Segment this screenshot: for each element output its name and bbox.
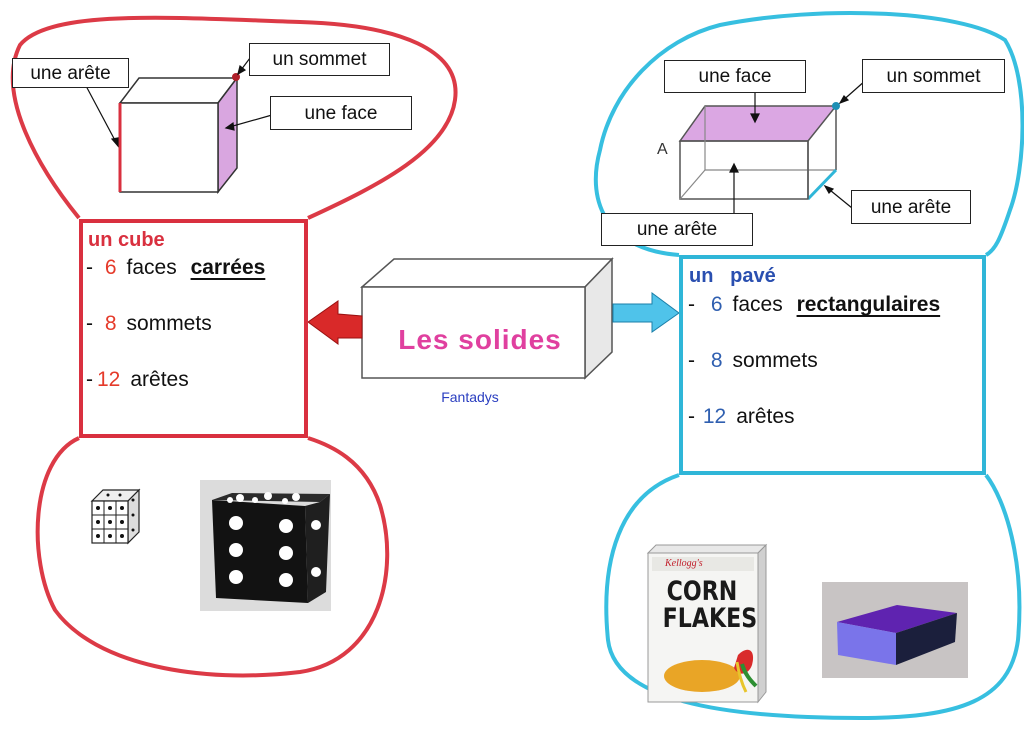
vertex-a-label: A	[657, 141, 668, 158]
cube-edges-text: arêtes	[130, 368, 189, 391]
cube-faces-emphasis: carrées	[190, 256, 266, 279]
cube-vertices-number: 8	[104, 312, 117, 335]
pave-properties-box	[679, 255, 986, 475]
cube-label-leaders	[84, 57, 273, 148]
cereal-product-line-1: CORN	[666, 576, 738, 607]
label-pave-face: une face	[664, 60, 806, 93]
cube-drawing	[118, 73, 240, 195]
cube-top-outline	[10, 15, 458, 220]
pave-drawing	[678, 102, 840, 201]
cereal-product-text: CORN FLAKES	[662, 576, 758, 634]
cube-title: un cube	[88, 229, 165, 251]
cube-properties-box	[79, 219, 308, 438]
pave-vertices-number: 8	[710, 349, 723, 372]
purple-block-photo	[822, 582, 968, 678]
pave-faces-text: faces	[732, 293, 783, 316]
cube-vertices-text: sommets	[126, 312, 212, 335]
small-dotted-cube-icon	[90, 488, 141, 545]
cube-edges-number: 12	[97, 368, 121, 391]
label-pave-edge-right: une arête	[851, 190, 971, 224]
arrow-left-icon	[307, 300, 363, 345]
cube-faces-number: 6	[104, 256, 117, 279]
pave-edges-text: arêtes	[736, 405, 795, 428]
cube-bottom-outline	[35, 436, 390, 678]
pave-edges-number: 12	[702, 405, 727, 428]
label-pave-vertex: un sommet	[862, 59, 1005, 93]
credit-text: Fantadys	[441, 389, 499, 405]
pave-faces-number: 6	[710, 293, 723, 316]
label-cube-face: une face	[270, 96, 412, 130]
cereal-box-photo: Kellogg's	[646, 543, 768, 704]
cube-faces-text: faces	[126, 256, 177, 279]
label-cube-edge: une arête	[12, 58, 129, 88]
pave-title: un pavé	[689, 265, 776, 287]
label-pave-edge-bottom: une arête	[601, 213, 753, 246]
cereal-product-line-2: FLAKES	[662, 603, 758, 634]
die-photo	[200, 480, 331, 611]
center-solid	[360, 257, 614, 380]
pave-top-outline	[593, 11, 1024, 257]
pave-label-leaders	[729, 79, 867, 213]
pave-faces-emphasis: rectangulaires	[796, 293, 941, 316]
pave-bottom-outline	[604, 473, 1022, 721]
diagram-title: Les solides	[398, 324, 562, 355]
label-cube-vertex: un sommet	[249, 43, 390, 76]
cereal-brand-text: Kellogg's	[664, 558, 703, 569]
arrow-right-icon	[612, 292, 680, 333]
pave-vertices-text: sommets	[732, 349, 818, 372]
